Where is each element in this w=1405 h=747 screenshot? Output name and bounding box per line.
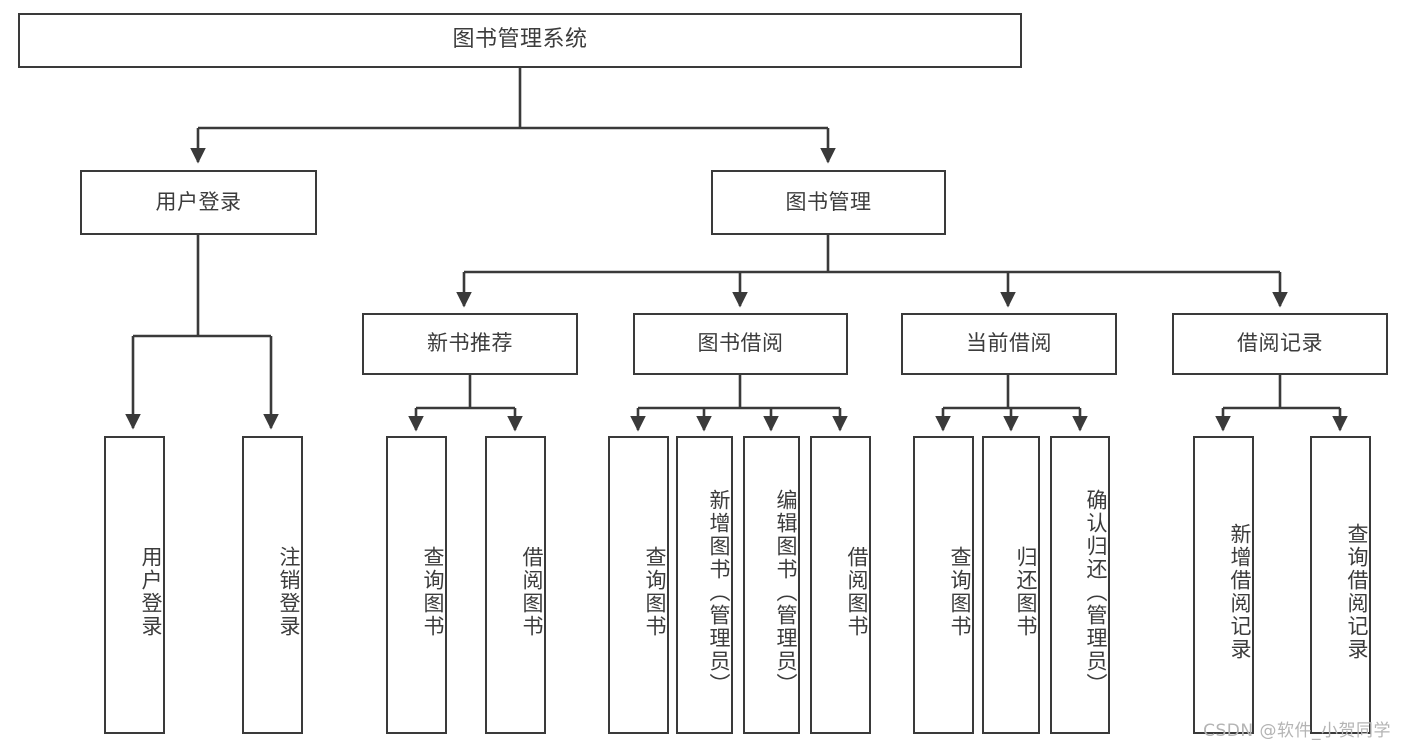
leaf-current-borrow-return-book[interactable]: 归还图书 [982, 436, 1040, 734]
leaf-label: 查询借阅记录 [1345, 523, 1369, 661]
node-book-management[interactable]: 图书管理 [711, 170, 946, 235]
leaf-current-borrow-confirm-return-admin[interactable]: 确认归还（管理员） [1050, 436, 1110, 734]
leaf-borrow-record-add-record[interactable]: 新增借阅记录 [1193, 436, 1254, 734]
leaf-book-borrow-edit-book-admin[interactable]: 编辑图书（管理员） [743, 436, 800, 734]
node-current-borrow[interactable]: 当前借阅 [901, 313, 1117, 375]
leaf-label: 查询图书 [643, 546, 667, 638]
leaf-label: 新增图书（管理员） [707, 488, 731, 696]
leaf-new-book-query-book[interactable]: 查询图书 [386, 436, 447, 734]
leaf-user-login-signin[interactable]: 用户登录 [104, 436, 165, 734]
node-root-system[interactable]: 图书管理系统 [18, 13, 1022, 68]
node-user-login[interactable]: 用户登录 [80, 170, 317, 235]
leaf-label: 查询图书 [948, 546, 972, 638]
node-new-book-recommend[interactable]: 新书推荐 [362, 313, 578, 375]
leaf-label: 确认归还（管理员） [1084, 488, 1108, 696]
leaf-book-borrow-add-book-admin[interactable]: 新增图书（管理员） [676, 436, 733, 734]
node-borrow-record[interactable]: 借阅记录 [1172, 313, 1388, 375]
leaf-label: 借阅图书 [845, 546, 869, 638]
leaf-user-login-signout[interactable]: 注销登录 [242, 436, 303, 734]
leaf-label: 归还图书 [1014, 546, 1038, 638]
leaf-label: 用户登录 [139, 546, 163, 638]
leaf-label: 查询图书 [421, 546, 445, 638]
leaf-label: 注销登录 [277, 546, 301, 638]
leaf-new-book-borrow-book[interactable]: 借阅图书 [485, 436, 546, 734]
leaf-label: 编辑图书（管理员） [774, 488, 798, 696]
leaf-label: 借阅图书 [520, 546, 544, 638]
leaf-current-borrow-query-book[interactable]: 查询图书 [913, 436, 974, 734]
leaf-book-borrow-borrow-book[interactable]: 借阅图书 [810, 436, 871, 734]
leaf-borrow-record-query-record[interactable]: 查询借阅记录 [1310, 436, 1371, 734]
leaf-label: 新增借阅记录 [1228, 523, 1252, 661]
node-book-borrow[interactable]: 图书借阅 [633, 313, 848, 375]
leaf-book-borrow-query-book[interactable]: 查询图书 [608, 436, 669, 734]
